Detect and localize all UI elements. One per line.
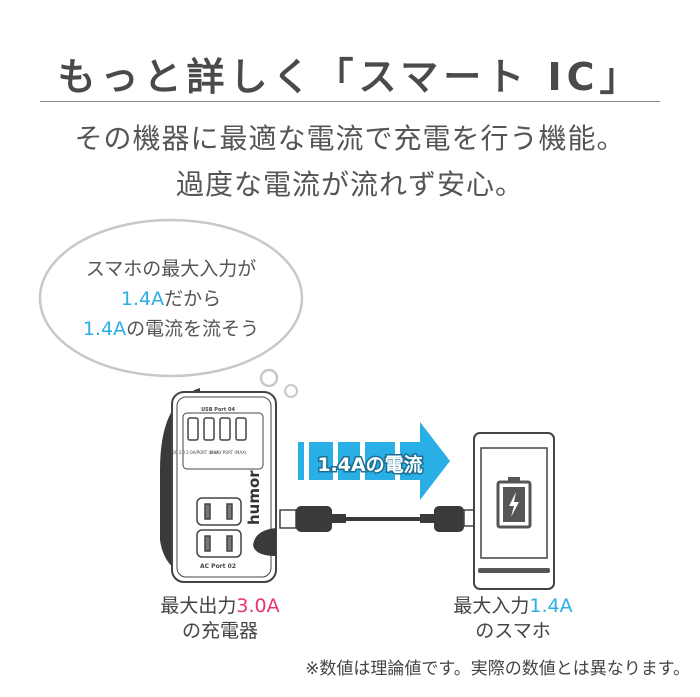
bubble-line-3: 1.4Aの電流を流そう xyxy=(40,314,302,344)
usb-cable-illustration xyxy=(279,506,475,532)
charger-output-value: 3.0A xyxy=(236,595,280,617)
bubble-line-3-text: の電流を流そう xyxy=(126,318,260,340)
phone-caption-suffix: のスマホ xyxy=(475,620,551,642)
charger-caption-suffix: の充電器 xyxy=(181,620,258,642)
qc-label: QC 3.0 2.0A/PORT (MAX) xyxy=(171,450,221,455)
subtitle-line-2: 過度な電流が流れず安心。 xyxy=(175,168,524,201)
arrow-label: 1.4Aの電流 xyxy=(317,453,422,476)
usb-port-label: USB Port 04 xyxy=(201,407,235,413)
bubble-line-1: スマホの最大入力が xyxy=(85,258,257,280)
phone-input-value: 1.4A xyxy=(529,595,573,617)
ac-outlet-2 xyxy=(196,529,242,558)
title-divider xyxy=(40,101,660,102)
bubble-line-2: 1.4Aだから xyxy=(40,284,302,314)
charger-caption: 最大出力3.0A の充電器 xyxy=(130,594,310,644)
bubble-text: スマホの最大入力が 1.4Aだから 1.4Aの電流を流そう xyxy=(40,254,302,344)
phone-caption-prefix: 最大入力 xyxy=(453,595,530,617)
disclaimer-note: ※数値は理論値です。実際の数値とは異なります。 xyxy=(305,659,690,679)
phone-caption: 最大入力1.4A のスマホ xyxy=(423,594,603,644)
thought-bubble xyxy=(38,218,304,398)
ac-outlet-1 xyxy=(196,497,242,526)
smartphone-illustration xyxy=(473,432,555,590)
ac-port-label: AC Port 02 xyxy=(200,563,236,570)
current-arrow-icon xyxy=(298,422,450,500)
battery-charging-icon xyxy=(496,477,532,529)
subtitle-line-1: その機器に最適な電流で充電を行う機能。 xyxy=(74,122,626,155)
bubble-value-1: 1.4A xyxy=(120,288,165,310)
bubble-line-2-text: だから xyxy=(164,288,222,310)
charger-caption-prefix: 最大出力 xyxy=(160,595,237,617)
bubble-value-2: 1.4A xyxy=(82,318,127,340)
charger-illustration: USB Port 04 QC 3.0 2.0A/PORT (MAX) 2.4A … xyxy=(160,388,277,583)
brand-logo: humor xyxy=(245,470,263,525)
port-output-label: 2.4A / PORT (MAX) xyxy=(210,450,247,455)
page-title: もっと詳しく「スマート IC」 xyxy=(57,55,643,99)
